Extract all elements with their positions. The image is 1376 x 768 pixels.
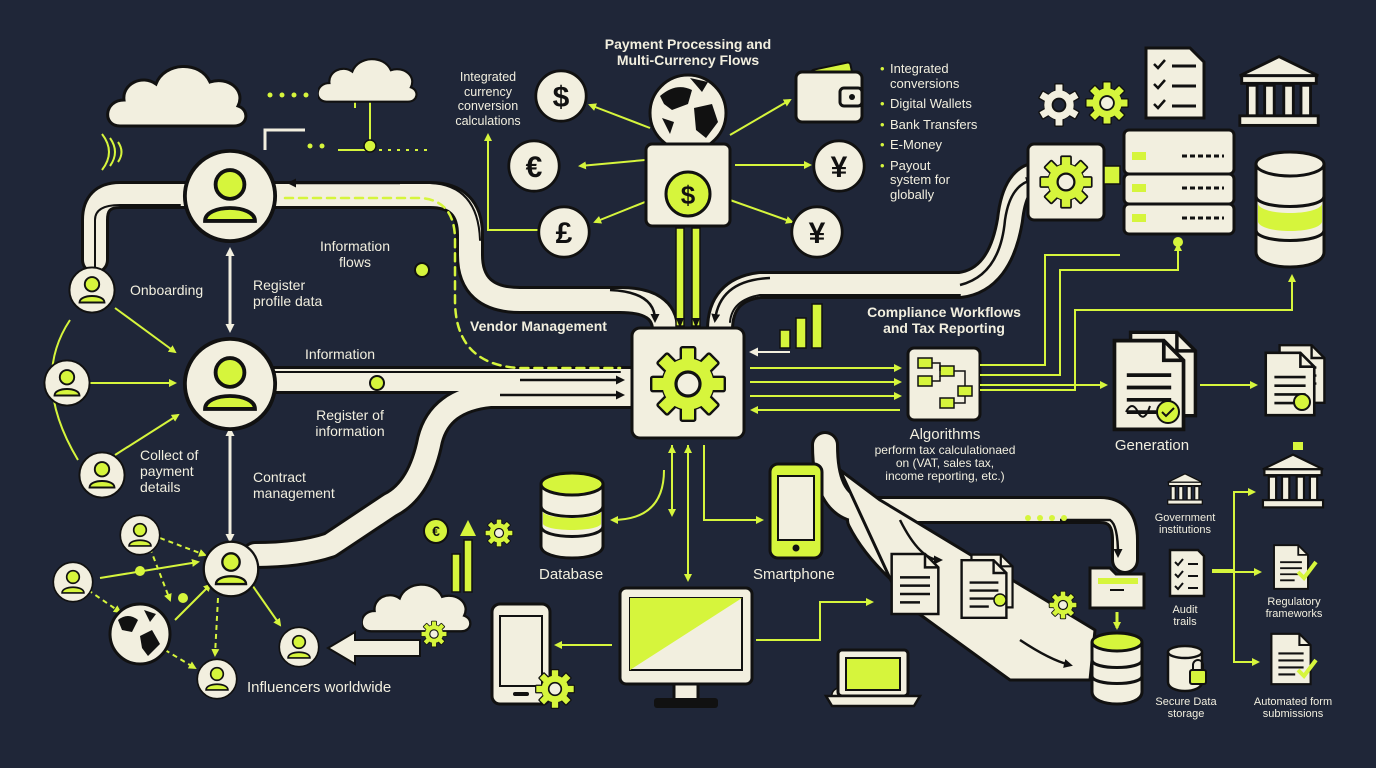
title-vendor: Vendor Management <box>470 318 607 334</box>
label-collect-payment: Collect of payment details <box>140 447 199 495</box>
smartphone-icon <box>768 462 824 560</box>
wallet-icon <box>794 61 864 124</box>
flow-node <box>1173 237 1183 247</box>
growth-arrows <box>451 520 476 593</box>
hub-connectors <box>675 227 701 328</box>
title-compliance: Compliance Workflows and Tax Reporting <box>867 304 1021 336</box>
label-information: Information <box>305 346 376 362</box>
yen-symbol: ¥ <box>809 217 826 250</box>
label-audit-trails: Audit trails <box>1172 604 1198 628</box>
title-payment: Payment Processing and Multi-Currency Fl… <box>604 36 772 68</box>
bar-chart-icon <box>779 303 823 349</box>
checklist-icon <box>1168 548 1206 598</box>
gear-icon <box>1084 80 1130 126</box>
label-information-flows: Information flows <box>319 238 391 270</box>
label-onboarding: Onboarding <box>130 282 204 298</box>
globe-icon <box>108 602 172 666</box>
bank-icon <box>1167 473 1203 505</box>
bank-icon <box>1261 442 1325 509</box>
label-government: Government institutions <box>1154 512 1216 536</box>
gear-icon <box>534 668 576 710</box>
hub-links <box>554 364 902 649</box>
label-register-information: Register of information <box>315 407 385 439</box>
return-arrow <box>326 630 421 666</box>
flow-node <box>414 262 430 278</box>
payment-method-item: Bank Transfers <box>880 117 980 133</box>
svg-text:€: € <box>432 523 440 539</box>
flow-node <box>369 375 385 391</box>
label-influencers: Influencers worldwide <box>247 679 392 696</box>
label-generation: Generation <box>1114 437 1190 454</box>
gear-icon <box>1048 590 1078 620</box>
document-icon <box>1264 343 1326 417</box>
compliance-links <box>980 243 1296 666</box>
checklist-icon <box>1273 544 1318 590</box>
euro-symbol: € <box>526 151 543 184</box>
document-icon <box>1112 330 1198 432</box>
label-database: Database <box>539 566 604 583</box>
coin-icon <box>664 170 712 218</box>
yen-symbol: ¥ <box>831 151 848 184</box>
payment-method-item: E-Money <box>880 137 980 153</box>
gear-icon <box>420 620 448 648</box>
gear-icon <box>1039 155 1093 209</box>
payment-method-item: Payout system for globally <box>880 158 980 203</box>
payment-method-item: Digital Wallets <box>880 96 980 112</box>
folder-icon <box>1088 566 1146 630</box>
label-algorithms-desc: perform tax calculationaed on (VAT, sale… <box>874 443 1016 483</box>
document-icon <box>890 552 1014 620</box>
signal-icon <box>101 133 123 171</box>
road-arrows <box>287 176 1123 668</box>
server-icon <box>1122 128 1236 236</box>
hub-dollar-symbol: $ <box>681 180 696 210</box>
dollar-symbol: $ <box>553 81 570 114</box>
smartphone-icon <box>490 602 552 706</box>
link-dots <box>135 92 377 603</box>
vendor-links <box>225 128 305 543</box>
gear-icon <box>1037 82 1081 128</box>
pound-symbol: £ <box>556 217 573 250</box>
label-contract-management: Contract management <box>253 469 335 501</box>
label-smartphone: Smartphone <box>753 566 835 583</box>
gear-icon <box>649 345 727 423</box>
currency-links <box>484 98 812 231</box>
lock-icon <box>1166 644 1207 693</box>
label-register-profile: Register profile data <box>253 277 323 309</box>
algorithm-icon <box>906 346 982 422</box>
checklist-icon <box>1144 46 1206 120</box>
database-icon <box>1254 150 1326 269</box>
database-icon <box>1090 631 1144 706</box>
payment-method-item: Integrated conversions <box>880 61 980 91</box>
label-regulatory: Regulatory frameworks <box>1265 596 1323 620</box>
globe-icon <box>648 73 728 153</box>
document-icon <box>1270 632 1318 686</box>
payment-methods-list: Integrated conversions Digital Wallets B… <box>880 61 980 208</box>
coin-icon: € <box>423 518 449 544</box>
label-secure-storage: Secure Data storage <box>1155 696 1217 720</box>
bank-icon <box>1238 55 1320 127</box>
monitor-icon <box>618 586 754 708</box>
database-icon <box>539 471 605 560</box>
laptop-icon <box>823 648 923 708</box>
label-automated-forms: Automated form submissions <box>1253 696 1333 720</box>
label-integrated-calc: Integrated currency conversion calculati… <box>455 70 521 128</box>
label-algorithms: Algorithms <box>909 426 981 443</box>
gear-icon <box>484 518 514 548</box>
